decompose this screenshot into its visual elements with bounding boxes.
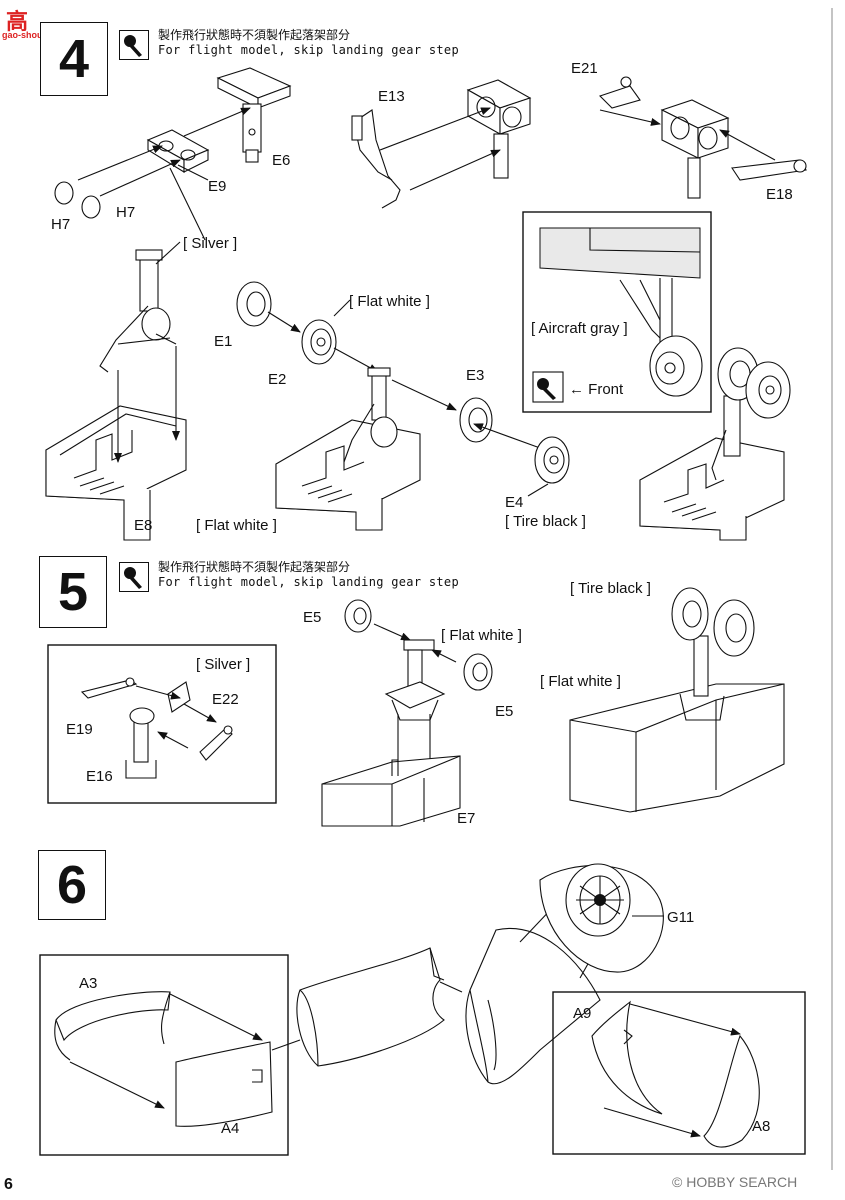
part-e8-wheel-bay bbox=[45, 405, 187, 541]
part-exhaust-section bbox=[465, 928, 601, 1085]
part-e4-tire bbox=[534, 436, 570, 484]
label-e4: E4 bbox=[505, 494, 524, 511]
part-a8-panel bbox=[703, 1034, 760, 1148]
part-e1-wheel-half bbox=[236, 281, 272, 327]
step-5-note-cn: 製作飛行狀態時不須製作起落架部分 bbox=[158, 560, 351, 574]
label-e19: E19 bbox=[66, 721, 93, 738]
step5-inset-frame bbox=[47, 644, 277, 804]
label-flat-white-5: [ Flat white ] bbox=[441, 627, 522, 644]
part-nose-strut bbox=[384, 639, 446, 721]
step6-right-frame bbox=[552, 991, 806, 1155]
assembled-main-gear bbox=[639, 347, 791, 541]
label-e18: E18 bbox=[766, 186, 793, 203]
step-4-note: 製作飛行狀態時不須製作起落架部分 For flight model, skip … bbox=[158, 28, 459, 58]
assembled-nose-gear bbox=[569, 587, 785, 813]
label-e21: E21 bbox=[571, 60, 598, 77]
watermark-logo: 高 bbox=[6, 9, 29, 34]
step6-left-frame bbox=[39, 954, 289, 1156]
step-6-number: 6 bbox=[38, 850, 106, 920]
step-5-number: 5 bbox=[39, 556, 107, 628]
label-g11: G11 bbox=[667, 909, 695, 926]
part-e16-e19-e22-strut bbox=[80, 677, 233, 779]
label-flat-white-5b: [ Flat white ] bbox=[540, 673, 621, 690]
part-a4-panel bbox=[175, 1041, 273, 1127]
label-flat-white-4: [ Flat white ] bbox=[349, 293, 430, 310]
part-a3-panel bbox=[54, 991, 171, 1061]
hobby-search-watermark: © HOBBY SEARCH bbox=[672, 1174, 798, 1190]
label-h7-a: H7 bbox=[51, 216, 71, 233]
label-a4: A4 bbox=[221, 1120, 240, 1137]
part-g11-engine-face bbox=[539, 863, 664, 973]
label-e16: E16 bbox=[86, 768, 113, 785]
part-center-wheel-bay bbox=[275, 367, 421, 531]
part-e13-strut bbox=[351, 79, 532, 209]
label-e7: E7 bbox=[457, 810, 476, 827]
label-e22: E22 bbox=[212, 691, 239, 708]
page-number: 6 bbox=[4, 1176, 13, 1193]
part-e6-strut bbox=[216, 67, 292, 163]
part-a9-panel bbox=[591, 1000, 663, 1115]
label-aircraft-gray: [ Aircraft gray ] bbox=[531, 320, 628, 337]
part-e21-e18-assembly bbox=[598, 76, 807, 199]
label-flat-white-4b: [ Flat white ] bbox=[196, 517, 277, 534]
inset-frame bbox=[522, 211, 712, 413]
step-4-note-en: For flight model, skip landing gear step bbox=[158, 43, 459, 57]
label-a8: A8 bbox=[752, 1118, 771, 1135]
label-e9: E9 bbox=[208, 178, 227, 195]
warning-icon bbox=[119, 562, 149, 592]
label-e5-b: E5 bbox=[495, 703, 514, 720]
label-silver-5: [ Silver ] bbox=[196, 656, 251, 673]
label-a3: A3 bbox=[79, 975, 98, 992]
label-e8: E8 bbox=[134, 517, 153, 534]
label-e5-a: E5 bbox=[303, 609, 322, 626]
part-e5-wheel-a bbox=[344, 599, 372, 633]
label-tire-black-5: [ Tire black ] bbox=[570, 580, 651, 597]
part-e3-wheel-half bbox=[459, 397, 493, 443]
label-a9: A9 bbox=[573, 1005, 592, 1022]
label-e6: E6 bbox=[272, 152, 291, 169]
step-4-note-cn: 製作飛行狀態時不須製作起落架部分 bbox=[158, 28, 351, 42]
label-e1: E1 bbox=[214, 333, 233, 350]
step-5-note: 製作飛行狀態時不須製作起落架部分 For flight model, skip … bbox=[158, 560, 459, 590]
part-main-strut-left bbox=[99, 249, 177, 373]
front-direction-icon bbox=[532, 371, 564, 403]
label-front: ← Front bbox=[569, 381, 624, 398]
part-rear-fuselage-left bbox=[296, 947, 445, 1067]
step-4-number: 4 bbox=[40, 22, 108, 96]
part-e9-housing bbox=[146, 129, 210, 173]
part-h7-disc-b bbox=[81, 195, 101, 219]
label-e13: E13 bbox=[378, 88, 405, 105]
label-silver-4: [ Silver ] bbox=[183, 235, 238, 252]
warning-icon bbox=[119, 30, 149, 60]
watermark-url: gao-shou.com bbox=[2, 30, 64, 40]
label-e3: E3 bbox=[466, 367, 485, 384]
inset-gear-drawing bbox=[539, 227, 703, 397]
step-5-note-en: For flight model, skip landing gear step bbox=[158, 575, 459, 589]
label-h7-b: H7 bbox=[116, 204, 136, 221]
part-h7-disc-a bbox=[54, 181, 74, 205]
part-e7-nose-bay bbox=[321, 755, 461, 827]
part-e5-wheel-b bbox=[463, 653, 493, 691]
label-e2: E2 bbox=[268, 371, 287, 388]
label-tire-black-4: [ Tire black ] bbox=[505, 513, 586, 530]
part-e2-wheel-half bbox=[301, 319, 337, 365]
